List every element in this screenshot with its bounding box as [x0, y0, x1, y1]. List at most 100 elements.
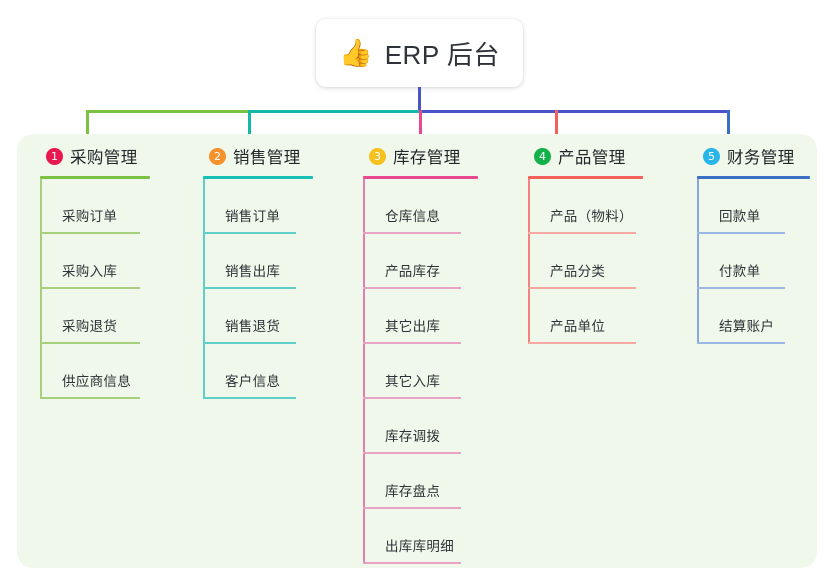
diagram-panel	[17, 134, 817, 568]
leaf-item-underline	[363, 342, 461, 344]
leaf-item[interactable]: 销售退货	[203, 289, 313, 344]
leaf-item-underline	[203, 232, 296, 234]
leaf-item[interactable]: 供应商信息	[40, 344, 150, 399]
leaf-item[interactable]: 采购订单	[40, 179, 150, 234]
leaf-item-label: 采购订单	[62, 209, 118, 224]
branch-items: 销售订单销售出库销售退货客户信息	[203, 179, 313, 399]
branch-number-badge: 5	[703, 147, 720, 165]
root-stem	[418, 87, 421, 113]
leaf-item[interactable]: 其它入库	[363, 344, 478, 399]
branch-underline	[363, 176, 478, 179]
leaf-item-underline	[40, 397, 140, 399]
branch-column-4: 4 产品管理产品（物料） 产品分类产品单位	[528, 144, 643, 344]
leaf-item-label: 产品单位	[550, 319, 606, 334]
branch-underline	[203, 176, 313, 179]
leaf-item-underline	[528, 287, 636, 289]
leaf-item[interactable]: 产品单位	[528, 289, 643, 344]
branch-header-2[interactable]: 2 销售管理	[203, 144, 313, 168]
leaf-item-underline	[363, 562, 461, 564]
leaf-item-label: 结算账户	[719, 319, 775, 334]
leaf-item-label: 产品（物料）	[550, 209, 633, 224]
leaf-item[interactable]: 库存盘点	[363, 454, 478, 509]
leaf-item[interactable]: 采购入库	[40, 234, 150, 289]
branch-column-2: 2 销售管理销售订单销售出库销售退货客户信息	[203, 144, 313, 399]
leaf-item[interactable]: 产品分类	[528, 234, 643, 289]
branch-header-4[interactable]: 4 产品管理	[528, 144, 643, 168]
leaf-item-label: 其它入库	[385, 374, 441, 389]
leaf-item-underline	[40, 287, 140, 289]
leaf-item-underline	[363, 507, 461, 509]
leaf-item-underline	[363, 397, 461, 399]
leaf-item-underline	[363, 287, 461, 289]
branch-spine	[363, 179, 365, 564]
branch-number-badge: 4	[534, 147, 551, 165]
branch-title: 销售管理	[233, 149, 301, 167]
leaf-item[interactable]: 采购退货	[40, 289, 150, 344]
leaf-item[interactable]: 产品库存	[363, 234, 478, 289]
leaf-item-label: 仓库信息	[385, 209, 441, 224]
leaf-item[interactable]: 产品（物料）	[528, 179, 643, 234]
branch-underline	[40, 176, 150, 179]
leaf-item[interactable]: 其它出库	[363, 289, 478, 344]
leaf-item[interactable]: 销售出库	[203, 234, 313, 289]
leaf-item-label: 采购入库	[62, 264, 118, 279]
branch-drop-2	[248, 110, 251, 147]
bus-segment-3	[419, 110, 730, 113]
branch-underline	[528, 176, 643, 179]
branch-spine	[528, 179, 530, 344]
branch-underline	[697, 176, 810, 179]
leaf-item-underline	[528, 342, 636, 344]
leaf-item-label: 回款单	[719, 209, 761, 224]
root-node[interactable]: 👍 ERP 后台	[316, 19, 523, 87]
branch-spine	[697, 179, 699, 344]
branch-items: 采购订单采购入库采购退货供应商信息	[40, 179, 150, 399]
leaf-item[interactable]: 库存调拨	[363, 399, 478, 454]
branch-title: 产品管理	[558, 149, 626, 167]
leaf-item-underline	[40, 342, 140, 344]
leaf-item-underline	[40, 232, 140, 234]
leaf-item-label: 销售订单	[225, 209, 281, 224]
leaf-item[interactable]: 付款单	[697, 234, 810, 289]
branch-items: 仓库信息产品库存其它出库其它入库库存调拨库存盘点出库库明细	[363, 179, 478, 564]
branch-title: 库存管理	[393, 149, 461, 167]
leaf-item-underline	[203, 397, 296, 399]
root-title: ERP 后台	[384, 39, 500, 70]
branch-drop-5	[727, 110, 730, 147]
branch-drop-3	[419, 110, 422, 147]
leaf-item-label: 销售出库	[225, 264, 281, 279]
leaf-item-label: 出库库明细	[385, 539, 454, 554]
leaf-item[interactable]: 销售订单	[203, 179, 313, 234]
leaf-item[interactable]: 客户信息	[203, 344, 313, 399]
leaf-item-underline	[697, 287, 785, 289]
leaf-item-underline	[203, 342, 296, 344]
leaf-item-label: 库存调拨	[385, 429, 441, 444]
leaf-item-underline	[363, 232, 461, 234]
leaf-item-label: 采购退货	[62, 319, 118, 334]
leaf-item[interactable]: 结算账户	[697, 289, 810, 344]
leaf-item-underline	[697, 342, 785, 344]
leaf-item-label: 供应商信息	[62, 374, 131, 389]
leaf-item-underline	[203, 287, 296, 289]
leaf-item-underline	[363, 452, 461, 454]
leaf-item-underline	[528, 232, 636, 234]
leaf-item[interactable]: 出库库明细	[363, 509, 478, 564]
leaf-item-underline	[697, 232, 785, 234]
leaf-item-label: 其它出库	[385, 319, 441, 334]
branch-spine	[203, 179, 205, 399]
branch-drop-1	[86, 110, 89, 147]
branch-items: 产品（物料） 产品分类产品单位	[528, 179, 643, 344]
thumbs-up-icon: 👍	[339, 37, 373, 68]
bus-segment-1	[86, 110, 250, 113]
branch-number-badge: 2	[209, 147, 226, 165]
leaf-item-label: 产品库存	[385, 264, 441, 279]
leaf-item[interactable]: 回款单	[697, 179, 810, 234]
leaf-item[interactable]: 仓库信息	[363, 179, 478, 234]
leaf-item-label: 销售退货	[225, 319, 281, 334]
leaf-item-label: 客户信息	[225, 374, 281, 389]
